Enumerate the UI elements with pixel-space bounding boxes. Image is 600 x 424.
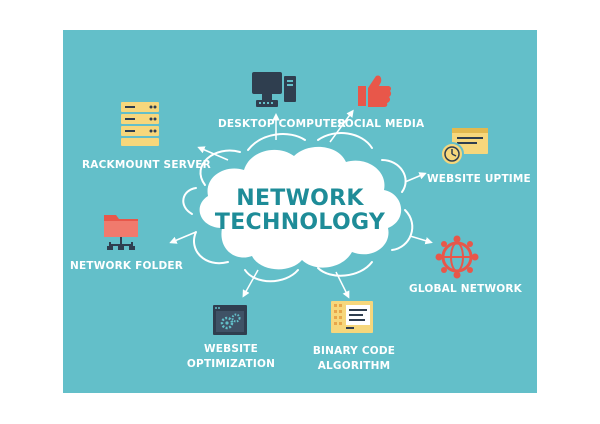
connector-arrows <box>169 109 433 299</box>
rackmount-server-icon <box>121 102 159 146</box>
thumbs-up-icon <box>358 75 392 107</box>
arrow-uptime <box>404 172 427 183</box>
arrow-optimization <box>242 269 259 298</box>
label-network-folder: NETWORK FOLDER <box>70 260 184 272</box>
title-line-1: NETWORK <box>236 186 364 211</box>
central-cloud <box>199 146 402 270</box>
label-binary-code-2: ALGORITHM <box>317 360 391 372</box>
arrow-global <box>409 235 433 245</box>
website-optimization-icon <box>213 305 247 335</box>
label-rackmount-server: RACKMOUNT SERVER <box>82 159 211 171</box>
title-line-2: TECHNOLOGY <box>214 210 386 235</box>
label-desktop-computer: DESKTOP COMPUTER <box>218 118 346 130</box>
arrow-binary <box>335 271 350 299</box>
arrow-rackmount <box>197 146 229 161</box>
global-network-icon <box>435 235 479 279</box>
label-website-optimization-1: WEBSITE <box>204 343 258 355</box>
binary-code-icon <box>331 301 373 333</box>
label-social-media: SOCIAL MEDIA <box>337 118 425 130</box>
network-folder-icon <box>104 215 138 250</box>
arrow-social <box>329 109 354 143</box>
label-global-network: GLOBAL NETWORK <box>409 283 522 295</box>
label-binary-code-1: BINARY CODE <box>312 345 396 357</box>
website-uptime-icon <box>440 128 488 166</box>
arrow-folder <box>169 231 197 244</box>
label-website-optimization-2: OPTIMIZATION <box>186 358 276 370</box>
desktop-computer-icon <box>252 72 296 107</box>
label-website-uptime: WEBSITE UPTIME <box>427 173 531 185</box>
